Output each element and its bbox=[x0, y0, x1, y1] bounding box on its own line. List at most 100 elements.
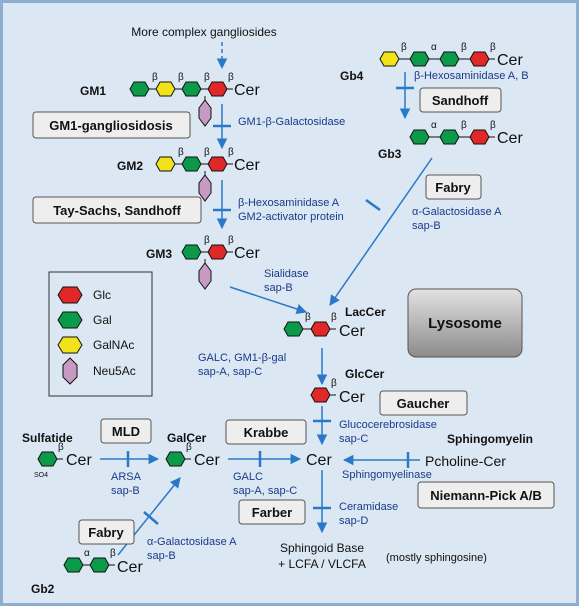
gb4-label: Gb4 bbox=[340, 69, 364, 83]
alpha-glyph: α bbox=[431, 42, 437, 53]
alpha-glyph: α bbox=[84, 548, 90, 559]
galnac-hexagon bbox=[379, 51, 400, 67]
alpha-glyph: α bbox=[431, 120, 437, 131]
cer-label: Cer bbox=[339, 323, 365, 340]
niemann-pick-box: Niemann-Pick A/B bbox=[417, 481, 555, 509]
gal-hexagon bbox=[129, 81, 150, 97]
beta-glyph: β bbox=[204, 147, 210, 158]
sialidase-sapb-label: sap-B bbox=[264, 282, 293, 294]
fabry-box: Fabry bbox=[425, 174, 482, 200]
glc-hexagon bbox=[469, 51, 490, 67]
galc-label: GALC bbox=[233, 471, 263, 483]
block-bar bbox=[365, 198, 381, 212]
beta-glyph: β bbox=[228, 72, 234, 83]
glc-legend-swatch bbox=[57, 286, 83, 304]
sandhoff-label: Sandhoff bbox=[432, 93, 489, 108]
gb3-glycan: α β β Cer bbox=[409, 120, 523, 147]
gal-hexagon bbox=[63, 557, 84, 573]
beta-glyph: β bbox=[331, 312, 337, 323]
cer-label: Cer bbox=[234, 82, 260, 99]
beta-glyph: β bbox=[152, 72, 158, 83]
gm2-activator-label: GM2-activator protein bbox=[238, 211, 344, 223]
cer-label: Cer bbox=[117, 559, 143, 576]
glccer-label: GlcCer bbox=[345, 367, 385, 381]
gm1-gangliosidosis-label: GM1-gangliosidosis bbox=[49, 118, 173, 133]
cer-label: Cer bbox=[66, 452, 92, 469]
fabry-box-2: Fabry bbox=[78, 519, 135, 545]
cer-label: Cer bbox=[497, 130, 523, 147]
cer-label: Cer bbox=[234, 245, 260, 262]
sulfatide-label: Sulfatide bbox=[22, 431, 73, 445]
gal-hexagon bbox=[439, 51, 460, 67]
beta-glyph: β bbox=[461, 42, 467, 53]
sandhoff-box: Sandhoff bbox=[419, 87, 502, 113]
galcer-glycan: β Cer bbox=[165, 442, 220, 469]
cer-label: Cer bbox=[234, 157, 260, 174]
beta-glyph: β bbox=[401, 42, 407, 53]
gm3-to-laccer-arrow bbox=[229, 286, 307, 315]
gm3-glycan: β β Cer bbox=[181, 235, 260, 290]
tay-sachs-sandhoff-label: Tay-Sachs, Sandhoff bbox=[53, 203, 181, 218]
gal-hexagon bbox=[181, 156, 202, 172]
gal-hexagon bbox=[165, 451, 186, 467]
beta-glyph: β bbox=[58, 442, 64, 453]
galnac-legend-label: GalNAc bbox=[93, 338, 134, 352]
gb2-glycan: α β Cer bbox=[63, 548, 143, 576]
glc-hexagon bbox=[207, 156, 228, 172]
alpha-galactosidase-2-sapb-label: sap-B bbox=[147, 550, 176, 562]
hexosaminidase-a-label: β-Hexosaminidase A bbox=[238, 197, 340, 209]
gb3-to-laccer-arrow bbox=[329, 157, 433, 306]
beta-glyph: β bbox=[490, 42, 496, 53]
legend: Glc Gal GalNAc Neu5Ac bbox=[48, 271, 153, 397]
neu5ac-legend-swatch bbox=[62, 357, 78, 385]
gb3-label: Gb3 bbox=[378, 147, 402, 161]
farber-box: Farber bbox=[238, 499, 306, 525]
galc-sap-label: sap-A, sap-C bbox=[233, 485, 297, 497]
neu5ac-legend-label: Neu5Ac bbox=[93, 364, 136, 378]
beta-glyph: β bbox=[178, 72, 184, 83]
beta-glyph: β bbox=[305, 312, 311, 323]
alpha-galactosidase-sapb-label: sap-B bbox=[412, 220, 441, 232]
farber-label: Farber bbox=[252, 505, 292, 520]
arsa-label: ARSA bbox=[111, 471, 142, 483]
lysosome-label: Lysosome bbox=[428, 315, 502, 332]
sulfatide-glycan: β Cer SO4 bbox=[34, 442, 92, 479]
so4-label: SO4 bbox=[34, 472, 48, 479]
glucocerebrosidase-label: Glucocerebrosidase bbox=[339, 419, 437, 431]
gaucher-label: Gaucher bbox=[397, 396, 450, 411]
hexosaminidase-ab-label: β-Hexosaminidase A, B bbox=[414, 70, 529, 82]
neu5ac-rhombus bbox=[198, 262, 212, 290]
arsa-sapb-label: sap-B bbox=[111, 485, 140, 497]
beta-glyph: β bbox=[228, 235, 234, 246]
krabbe-box: Krabbe bbox=[225, 419, 307, 445]
gm3-label: GM3 bbox=[146, 247, 172, 261]
glc-hexagon bbox=[469, 129, 490, 145]
gb4-glycan: β α β β Cer bbox=[379, 42, 523, 69]
gal-hexagon bbox=[89, 557, 110, 573]
ceramidase-sapd-label: sap-D bbox=[339, 515, 368, 527]
gal-hexagon bbox=[181, 81, 202, 97]
glc-hexagon bbox=[207, 244, 228, 260]
galnac-legend-swatch bbox=[57, 336, 83, 354]
gm1-gangliosidosis-box: GM1-gangliosidosis bbox=[32, 111, 191, 139]
gaucher-box: Gaucher bbox=[379, 390, 468, 416]
fabry-label-2: Fabry bbox=[88, 525, 124, 540]
glc-hexagon bbox=[310, 387, 331, 403]
beta-glyph: β bbox=[204, 235, 210, 246]
laccer-label: LacCer bbox=[345, 305, 386, 319]
glc-legend-label: Glc bbox=[93, 288, 111, 302]
more-complex-gangliosides-label: More complex gangliosides bbox=[131, 25, 276, 39]
alpha-galactosidase-2-label: α-Galactosidase A bbox=[147, 536, 237, 548]
mld-label: MLD bbox=[112, 424, 140, 439]
laccer-glycan: β β Cer bbox=[283, 312, 365, 340]
gm1-beta-galactosidase-label: GM1-β-Galactosidase bbox=[238, 116, 345, 128]
sialidase-label: Sialidase bbox=[264, 268, 309, 280]
gm1-glycan: β β β β Cer bbox=[129, 72, 260, 127]
fabry-label: Fabry bbox=[435, 180, 471, 195]
beta-glyph: β bbox=[178, 147, 184, 158]
gal-legend-swatch bbox=[57, 311, 83, 329]
neu5ac-rhombus bbox=[198, 174, 212, 202]
galcer-label: GalCer bbox=[167, 431, 207, 445]
gm2-glycan: β β β Cer bbox=[155, 147, 260, 202]
